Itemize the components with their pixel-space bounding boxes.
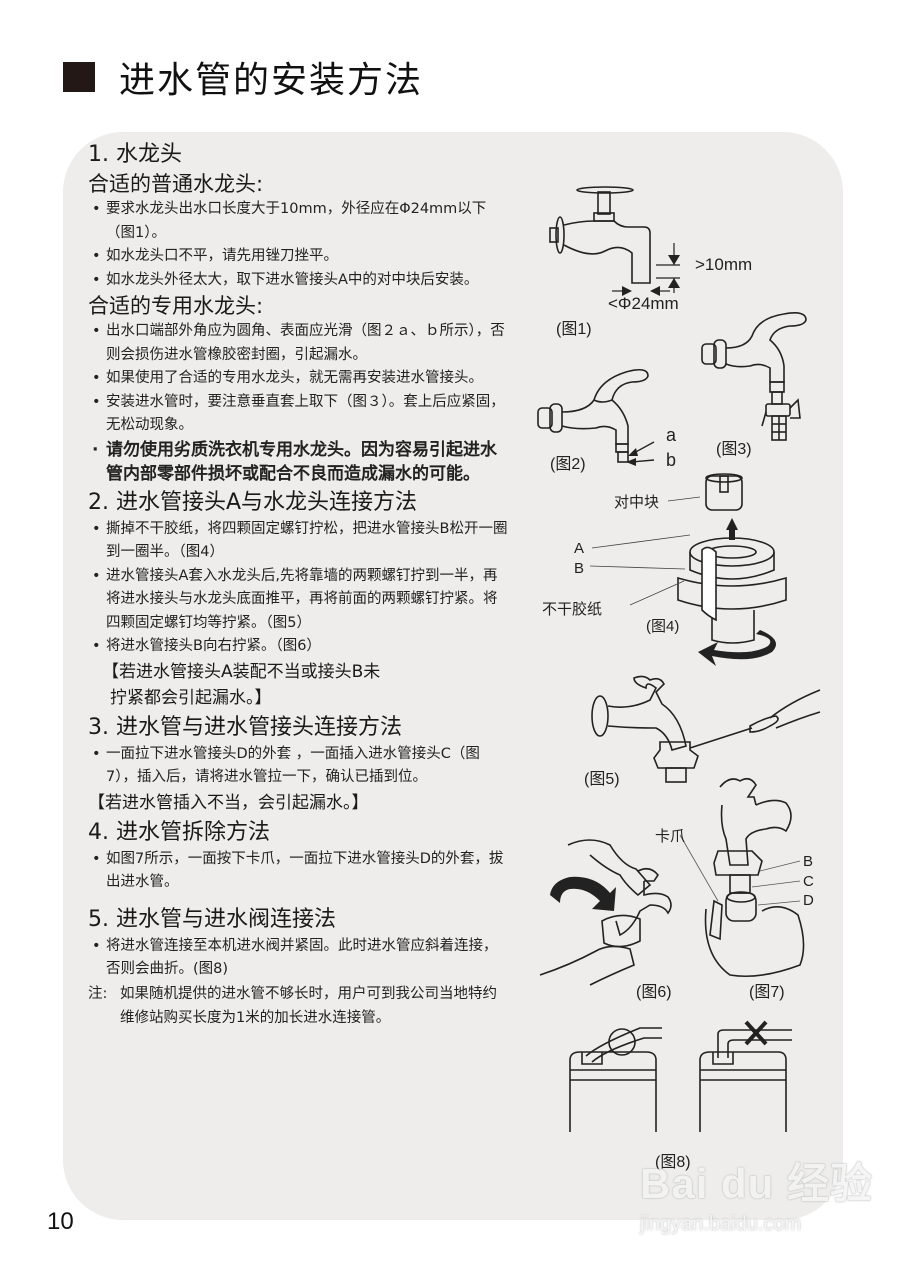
- section-3-note: 【若进水管插入不当，会引起漏水。】: [88, 792, 369, 813]
- section-5-heading: 5. 进水管与进水阀连接法: [88, 906, 336, 932]
- list-item: 撕掉不干胶纸，将四颗固定螺钉拧松，把进水管接头B松开一圈到一圈半。（图4）: [88, 518, 508, 565]
- fig1-caption: (图1): [556, 321, 592, 338]
- list-item: 如水龙头口不平，请先用锉刀挫平。: [88, 245, 508, 269]
- section-1-sub2-list: 出水口端部外角应为圆角、表面应光滑（图２ａ、ｂ所示），否则会损伤进水管橡胶密封圈…: [88, 320, 508, 486]
- section-4-list: 如图7所示，一面按下卡爪，一面拉下进水管接头D的外套，拔出进水管。: [88, 848, 508, 895]
- fig1-faucet-dimension-icon: [549, 186, 680, 296]
- list-item: 要求水龙头出水口长度大于10mm，外径应在Φ24mm以下（图1）。: [88, 198, 508, 245]
- watermark-brand: Bai du 经验: [640, 1160, 874, 1207]
- fig2-caption: (图2): [550, 456, 586, 473]
- fig7-label-claw: 卡爪: [655, 828, 686, 845]
- fig8-hose-angle-icon: [569, 1020, 792, 1132]
- baidu-watermark: Bai du 经验 jingyan.baidu.com: [640, 1150, 873, 1236]
- fig5-screwdriver-icon: [591, 675, 821, 783]
- section-3-list: 一面拉下进水管接头D的外套 ，一面插入进水管接头C（图7），插入后，请将进水管拉…: [88, 743, 508, 790]
- fig4-caption: (图4): [646, 618, 680, 635]
- title-square-icon: [63, 62, 95, 92]
- section-1-sub1-list: 要求水龙头出水口长度大于10mm，外径应在Φ24mm以下（图1）。 如水龙头口不…: [88, 198, 508, 292]
- page-title: 进水管的安装方法: [63, 52, 423, 102]
- fig6-caption: (图6): [636, 984, 672, 1001]
- section-2-note-line2: 拧紧都会引起漏水。】: [110, 687, 272, 708]
- fig4-label-a: A: [574, 540, 585, 557]
- section-1-sub1-heading: 合适的普通水龙头:: [88, 172, 264, 196]
- section-5-note: 注: 如果随机提供的进水管不够长时，用户可到我公司当地特约维修站购买长度为1米的…: [88, 982, 508, 1030]
- fig2-label-b: b: [666, 450, 677, 470]
- list-item: 如水龙头外径太大，取下进水管接头A中的对中块后安装。: [88, 269, 508, 293]
- section-5-list: 将进水管连接至本机进水阀并紧固。此时进水管应斜着连接，否则会曲折。(图8): [88, 935, 508, 982]
- fig3-faucet-connector-icon: [701, 312, 807, 441]
- watermark-url: jingyan.baidu.com: [640, 1213, 802, 1235]
- page-title-text: 进水管的安装方法: [119, 60, 424, 101]
- fig1-length-label: >10mm: [695, 255, 753, 274]
- fig4-connector-exploded-icon: [677, 473, 787, 666]
- note-text: 如果随机提供的进水管不够长时，用户可到我公司当地特约维修站购买长度为1米的加长进…: [120, 985, 497, 1026]
- list-item: 如果使用了合适的专用水龙头，就无需再安装进水管接头。: [88, 367, 508, 391]
- section-3-heading: 3. 进水管与进水管接头连接方法: [88, 714, 402, 740]
- section-2-heading: 2. 进水管接头A与水龙头连接方法: [88, 489, 418, 515]
- fig4-label-sticker: 不干胶纸: [542, 601, 603, 618]
- fig4-leader-lines: [589, 496, 701, 606]
- content-panel: [63, 132, 843, 1220]
- section-1-heading: 1. 水龙头: [88, 142, 182, 167]
- fig3-caption: (图3): [716, 441, 752, 458]
- list-item: 如图7所示，一面按下卡爪，一面拉下进水管接头D的外套，拔出进水管。: [88, 848, 508, 895]
- list-item: 将进水管连接至本机进水阀并紧固。此时进水管应斜着连接，否则会曲折。(图8): [88, 935, 508, 982]
- fig4-label-center-block: 对中块: [614, 494, 660, 511]
- fig7-label-c: C: [803, 873, 814, 890]
- fig6-hands-turning-icon: [539, 839, 672, 986]
- list-item: 安装进水管时，要注意垂直套上取下（图３）。套上后应紧固，无松动现象。: [88, 391, 508, 438]
- fig2-label-a: a: [666, 425, 677, 445]
- fig8-caption: (图8): [655, 1154, 691, 1171]
- fig1-diameter-label: <Φ24mm: [608, 294, 679, 313]
- list-item: 将进水管接头B向右拧紧。（图6）: [88, 635, 508, 659]
- list-item: 进水管接头A套入水龙头后,先将靠墙的两颗螺钉拧到一半，再将进水接头与水龙头底面推…: [88, 565, 508, 636]
- warning-item: 请勿使用劣质洗衣机专用水龙头。因为容易引起进水管内部零部件损坏或配合不良而造成漏…: [88, 438, 508, 486]
- fig5-caption: (图5): [584, 771, 620, 788]
- note-label: 注:: [88, 985, 108, 1002]
- fig7-caption: (图7): [749, 984, 785, 1001]
- list-item: 出水口端部外角应为圆角、表面应光滑（图２ａ、ｂ所示），否则会损伤进水管橡胶密封圈…: [88, 320, 508, 367]
- fig7-hose-insertion-icon: [679, 777, 805, 978]
- section-2-note-line1: 【若进水管接头A装配不当或接头B未: [102, 661, 381, 682]
- section-4-heading: 4. 进水管拆除方法: [88, 819, 270, 845]
- section-1-sub2-heading: 合适的专用水龙头:: [88, 294, 264, 318]
- fig7-label-d: D: [803, 892, 814, 909]
- page-number: 10: [47, 1208, 74, 1235]
- instructions-column: 1. 水龙头 合适的普通水龙头: 要求水龙头出水口长度大于10mm，外径应在Φ2…: [88, 140, 508, 1030]
- fig2-special-faucet-icon: [537, 368, 655, 466]
- section-2-list: 撕掉不干胶纸，将四颗固定螺钉拧松，把进水管接头B松开一圈到一圈半。（图4） 进水…: [88, 518, 508, 659]
- fig7-label-b: B: [803, 853, 814, 870]
- list-item: 一面拉下进水管接头D的外套 ，一面插入进水管接头C（图7），插入后，请将进水管拉…: [88, 743, 508, 790]
- fig4-label-b: B: [574, 560, 585, 577]
